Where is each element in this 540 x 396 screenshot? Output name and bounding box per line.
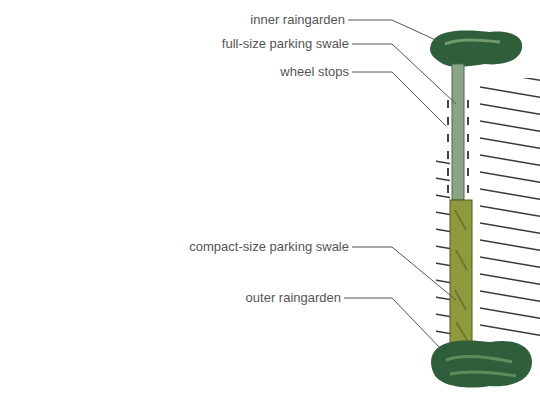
- parking-stalls: [436, 150, 450, 340]
- full-size-swale: [452, 64, 464, 200]
- parking-stalls: [472, 78, 540, 340]
- part-label: wheel stops: [280, 64, 349, 80]
- part-label: outer raingarden: [246, 290, 341, 306]
- compact-size-swale: [450, 200, 472, 346]
- part-label: full-size parking swale: [222, 36, 349, 52]
- wheel-stops: [447, 100, 449, 196]
- swale-texture: [455, 210, 467, 340]
- raingarden: [430, 31, 522, 67]
- part-label: compact-size parking swale: [189, 239, 349, 255]
- leader-lines: [344, 20, 456, 350]
- raingarden: [431, 341, 532, 388]
- wheel-stops: [467, 100, 469, 196]
- raingarden-texture: [446, 356, 516, 376]
- raingarden-texture: [445, 40, 500, 44]
- part-label: inner raingarden: [250, 12, 345, 28]
